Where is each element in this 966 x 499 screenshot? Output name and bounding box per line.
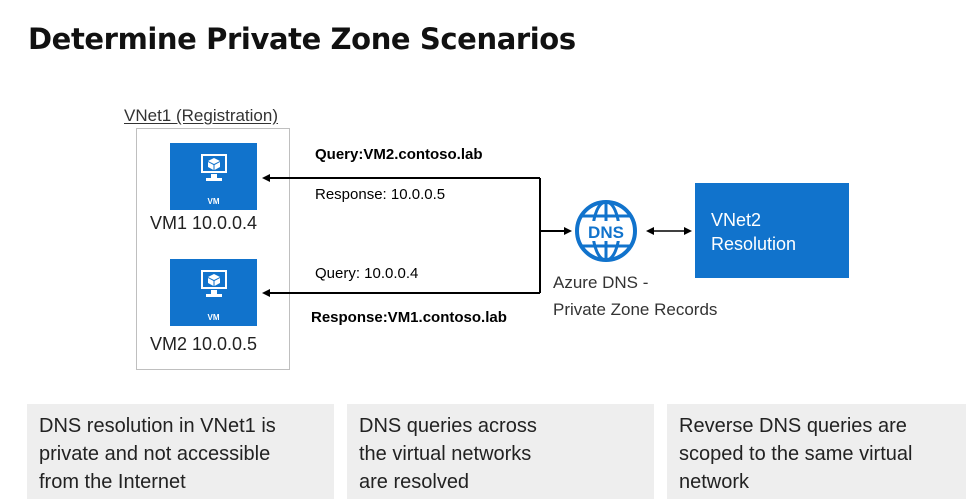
card-line: DNS queries across xyxy=(359,415,537,437)
vm2-tile: VM xyxy=(170,259,257,326)
card-cross-vnet: DNS queries across the virtual networks … xyxy=(347,404,654,499)
response2-text: Response:VM1.contoso.lab xyxy=(311,309,507,326)
vm-monitor-icon xyxy=(201,154,227,181)
query2-text: Query: 10.0.0.4 xyxy=(315,265,419,282)
card-line: the virtual networks xyxy=(359,443,532,465)
card-line: are resolved xyxy=(359,471,470,493)
vnet1-label: VNet1 (Registration) xyxy=(124,106,279,125)
card-line: DNS resolution in VNet1 is xyxy=(39,415,276,437)
vm1-response-arrow xyxy=(539,178,565,232)
vm2-tag: VM xyxy=(207,313,220,322)
card-line: private and not accessible xyxy=(39,443,271,465)
card-line: scoped to the same virtual xyxy=(679,443,913,465)
dns-label: Azure DNS - Private Zone Records xyxy=(553,269,753,323)
vm2-label: VM2 10.0.0.5 xyxy=(150,334,258,354)
vm1-tag: VM xyxy=(207,197,220,206)
card-line: network xyxy=(679,471,750,493)
vm-monitor-icon xyxy=(201,270,227,297)
card-reverse-dns: Reverse DNS queries are scoped to the sa… xyxy=(667,404,966,499)
vnet2-line2: Resolution xyxy=(711,234,797,254)
card-line: from the Internet xyxy=(39,471,186,493)
dns-globe-icon: DNS xyxy=(575,200,637,262)
dns-label-line1: Azure DNS - xyxy=(553,273,649,292)
vnet2-box: VNet2 Resolution xyxy=(695,183,849,278)
response1-text: Response: 10.0.0.5 xyxy=(315,186,446,203)
dns-label-line2: Private Zone Records xyxy=(553,300,718,319)
card-vnet1-private: DNS resolution in VNet1 is private and n… xyxy=(27,404,334,499)
vnet2-line1: VNet2 xyxy=(711,210,762,230)
card-line: Reverse DNS queries are xyxy=(679,415,907,437)
dns-icon-text: DNS xyxy=(588,223,624,242)
vm1-label: VM1 10.0.0.4 xyxy=(150,213,258,233)
vnet1-boundary xyxy=(136,128,290,370)
query1-text: Query:VM2.contoso.lab xyxy=(315,146,483,163)
vm1-tile: VM xyxy=(170,143,257,210)
page-title: Determine Private Zone Scenarios xyxy=(28,22,576,56)
